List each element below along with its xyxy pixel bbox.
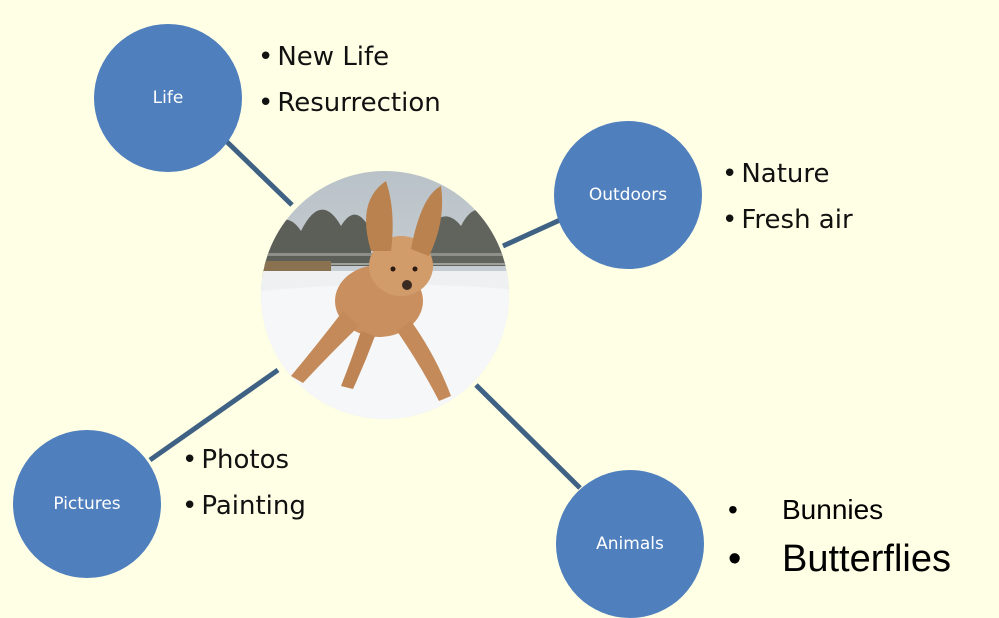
- pictures-bullet: Painting: [182, 483, 306, 529]
- connector-life: [221, 136, 294, 207]
- node-outdoors-label: Outdoors: [588, 185, 668, 205]
- node-pictures-label: Pictures: [53, 494, 121, 514]
- outdoors-bullet: Fresh air: [722, 197, 852, 243]
- life-bullet: New Life: [258, 34, 441, 80]
- connector-animals: [474, 383, 582, 490]
- connector-outdoors: [501, 217, 562, 249]
- life-bullet: Resurrection: [258, 80, 440, 126]
- node-pictures: Pictures: [13, 430, 161, 578]
- life-bullet-list: New Life Resurrection: [258, 34, 441, 126]
- node-outdoors: Outdoors: [554, 121, 702, 269]
- node-life: Life: [94, 24, 242, 172]
- node-animals-label: Animals: [596, 534, 664, 554]
- pictures-bullet: Photos: [182, 437, 306, 483]
- outdoors-bullet: Nature: [722, 151, 853, 197]
- pictures-bullet-list: Photos Painting: [182, 437, 306, 529]
- animals-bullet: Butterflies: [728, 532, 951, 586]
- animals-bullet: Bunnies: [728, 488, 951, 532]
- connector-pictures: [148, 367, 280, 463]
- outdoors-bullet-list: Nature Fresh air: [722, 151, 853, 243]
- node-life-label: Life: [152, 88, 184, 108]
- animals-bullet-list: Bunnies Butterflies: [728, 488, 951, 586]
- center-dog-photo: [261, 171, 509, 419]
- node-animals: Animals: [556, 470, 704, 618]
